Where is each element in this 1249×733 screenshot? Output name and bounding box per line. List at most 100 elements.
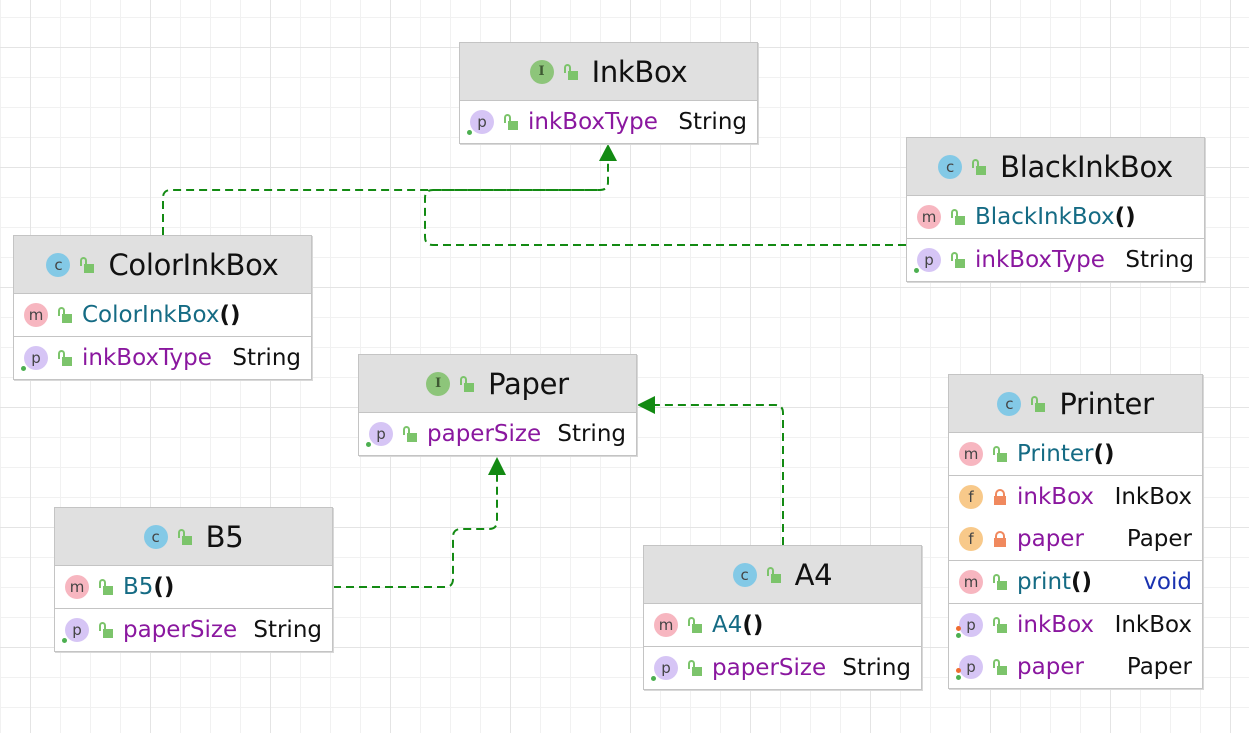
- member-name: paperSize: [427, 421, 541, 447]
- lock-body: [508, 121, 518, 130]
- lock-shackle: [688, 660, 695, 669]
- icon-glyph: m: [921, 208, 937, 226]
- member-name-text: print: [1017, 569, 1072, 595]
- lock-body: [407, 433, 417, 442]
- lock-shackle: [563, 63, 571, 73]
- arrowhead-icon: [599, 144, 617, 161]
- edge-b5-to-paper[interactable]: [333, 475, 498, 588]
- member-name-text: inkBox: [1017, 484, 1095, 510]
- lock-body: [997, 581, 1007, 590]
- lock-open-icon: [688, 617, 702, 633]
- accessor-dot: [62, 638, 67, 643]
- lock-open-icon: [993, 617, 1007, 633]
- icon-glyph: m: [28, 306, 44, 324]
- lock-open-icon: [504, 114, 518, 130]
- lock-body: [62, 314, 72, 323]
- lock-shackle: [58, 307, 65, 316]
- method-icon: m: [959, 570, 983, 594]
- accessor-dot: [651, 676, 656, 681]
- icon-glyph: I: [435, 376, 442, 391]
- interface-icon: I: [529, 59, 554, 84]
- interface-icon: I: [426, 371, 451, 396]
- lock-body: [181, 535, 192, 545]
- method-row[interactable]: m A4(): [644, 604, 921, 646]
- lock-body: [997, 624, 1007, 633]
- member-name: inkBox: [1017, 612, 1094, 638]
- icon-glyph: f: [968, 488, 974, 506]
- member-name: B5(): [123, 574, 174, 600]
- lock-shackle: [995, 489, 1005, 498]
- member-name: paper: [1017, 654, 1084, 680]
- property-icon: p: [467, 110, 494, 135]
- method-icon: m: [654, 613, 678, 637]
- edge-blackinkbox-to-inkbox[interactable]: [424, 160, 906, 246]
- member-name-text: paperSize: [712, 655, 827, 681]
- member-name-text: B5: [123, 574, 154, 600]
- icon-glyph: p: [924, 251, 934, 269]
- lock-open-icon: [766, 566, 781, 583]
- method-icon: m: [917, 205, 941, 229]
- member-name: Printer(): [1017, 441, 1115, 467]
- member-name: A4(): [712, 612, 763, 638]
- class-title: InkBox: [591, 54, 688, 89]
- setter-dot: [956, 626, 961, 631]
- edge-colorinkbox-to-inkbox[interactable]: [162, 189, 600, 235]
- lock-shackle: [403, 426, 410, 435]
- icon-glyph: I: [538, 64, 545, 79]
- accessor-dot: [21, 366, 26, 371]
- lock-body: [994, 538, 1006, 547]
- member-name-text: A4: [712, 612, 743, 638]
- class-header[interactable]: I InkBox: [460, 43, 757, 101]
- lock-shackle: [951, 252, 958, 261]
- member-name-text: inkBoxType: [975, 247, 1105, 273]
- icon-glyph: c: [151, 527, 160, 546]
- lock-shackle: [688, 617, 695, 626]
- lock-open-icon: [403, 426, 417, 442]
- member-parens: (): [1071, 569, 1093, 595]
- class-icon: c: [143, 524, 168, 549]
- icon-glyph: f: [968, 530, 974, 548]
- lock-shackle: [993, 446, 1000, 455]
- property-icon: p: [21, 346, 48, 371]
- method-icon: m: [24, 303, 48, 327]
- lock-open-icon: [993, 446, 1007, 462]
- edge-a4-to-paper[interactable]: [655, 404, 784, 545]
- member-name-text: Printer: [1017, 441, 1094, 467]
- icon-glyph: p: [72, 621, 82, 639]
- property-icon: p: [62, 618, 89, 643]
- lock-open-icon: [177, 528, 192, 545]
